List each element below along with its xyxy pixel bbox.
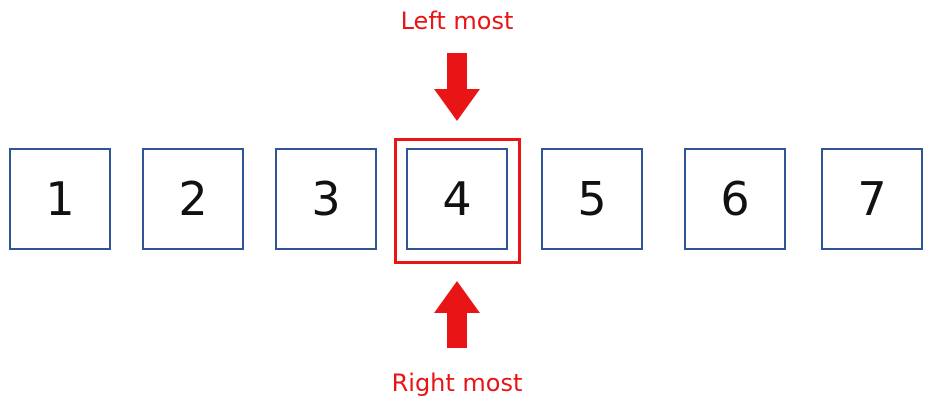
box-5: 5 — [541, 148, 643, 250]
box-label: 6 — [720, 172, 750, 226]
down-arrow-icon — [434, 53, 480, 121]
box-label: 2 — [178, 172, 208, 226]
box-1: 1 — [9, 148, 111, 250]
right-most-label: Right most — [391, 369, 523, 397]
box-label: 4 — [442, 172, 472, 226]
box-2: 2 — [142, 148, 244, 250]
box-7: 7 — [821, 148, 923, 250]
up-arrow-icon — [434, 281, 480, 348]
box-4: 4 — [406, 148, 508, 250]
box-label: 5 — [577, 172, 607, 226]
box-3: 3 — [275, 148, 377, 250]
box-label: 3 — [311, 172, 341, 226]
box-6: 6 — [684, 148, 786, 250]
selection-highlight — [394, 138, 521, 264]
left-most-label: Left most — [400, 7, 514, 35]
box-label: 7 — [857, 172, 887, 226]
box-label: 1 — [45, 172, 75, 226]
